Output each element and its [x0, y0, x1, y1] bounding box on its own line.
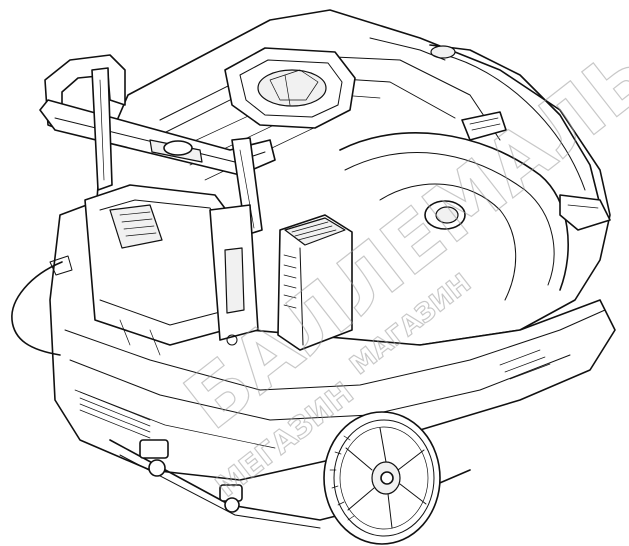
wheel-icon — [323, 411, 441, 545]
front-vents — [79, 391, 151, 439]
top-tank-opening — [224, 47, 356, 129]
detergent-bottle — [277, 214, 353, 351]
handle-frame — [39, 54, 276, 236]
center-panel — [209, 204, 259, 346]
side-latch — [461, 111, 507, 141]
outlet-coupling — [139, 439, 243, 513]
side-port — [424, 200, 466, 230]
power-cable — [11, 255, 73, 356]
right-vents — [499, 349, 551, 380]
